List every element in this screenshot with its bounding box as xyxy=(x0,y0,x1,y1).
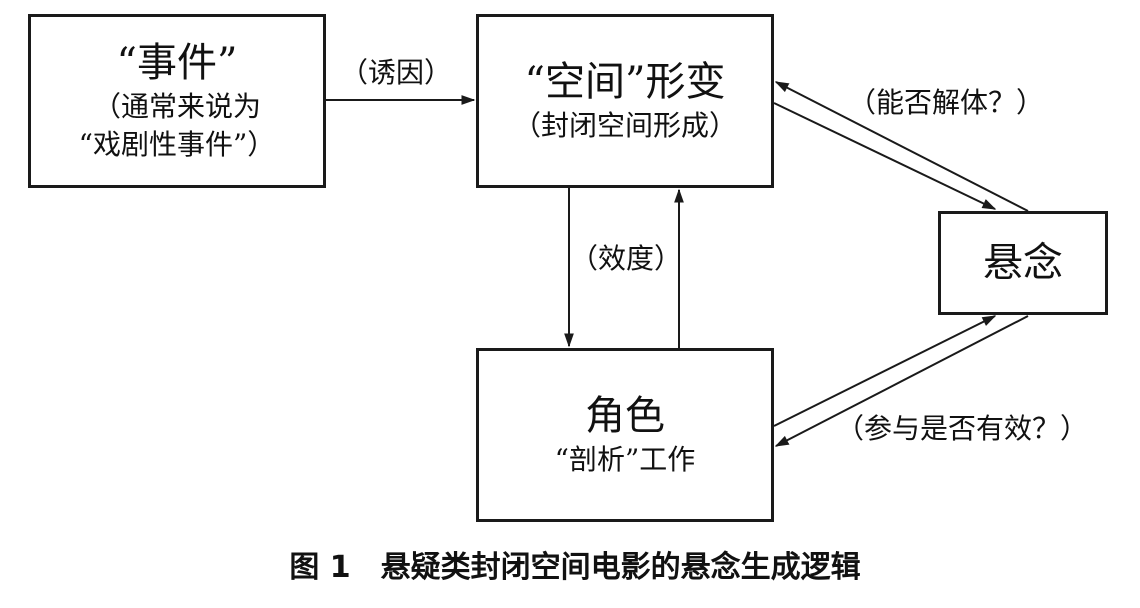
node-space-deformation: “空间”形变 （封闭空间形成） xyxy=(476,14,774,188)
node-role-subtitle: “剖析”工作 xyxy=(554,443,696,476)
node-space-title: “空间”形变 xyxy=(524,59,726,105)
arrow-role-to-suspense xyxy=(773,315,997,427)
arrow-suspense-to-space xyxy=(774,81,1029,212)
node-suspense: 悬念 xyxy=(938,211,1108,315)
edge-label-effect: （效度） xyxy=(570,242,683,275)
node-suspense-title: 悬念 xyxy=(983,240,1063,286)
node-event-line2: “戏剧性事件”） xyxy=(78,128,276,161)
figure-number: 图 1 xyxy=(289,550,351,585)
arrow-suspense-to-role xyxy=(774,315,1029,447)
edge-label-inducement: （诱因） xyxy=(340,56,453,89)
node-event-line1: （通常来说为 xyxy=(92,90,261,123)
figure-title: 悬疑类封闭空间电影的悬念生成逻辑 xyxy=(380,550,861,585)
node-space-subtitle: （封闭空间形成） xyxy=(512,109,737,142)
node-role: 角色 “剖析”工作 xyxy=(476,348,774,522)
node-role-title: 角色 xyxy=(585,393,665,439)
arrow-space-to-suspense xyxy=(773,102,997,210)
edge-label-dissolve: （能否解体？） xyxy=(848,86,1045,119)
node-event: “事件” （通常来说为 “戏剧性事件”） xyxy=(28,14,326,188)
figure-caption: 图 1 悬疑类封闭空间电影的悬念生成逻辑 xyxy=(0,548,1140,588)
node-event-title: “事件” xyxy=(116,40,238,86)
edge-label-participate: （参与是否有效？） xyxy=(836,412,1089,445)
